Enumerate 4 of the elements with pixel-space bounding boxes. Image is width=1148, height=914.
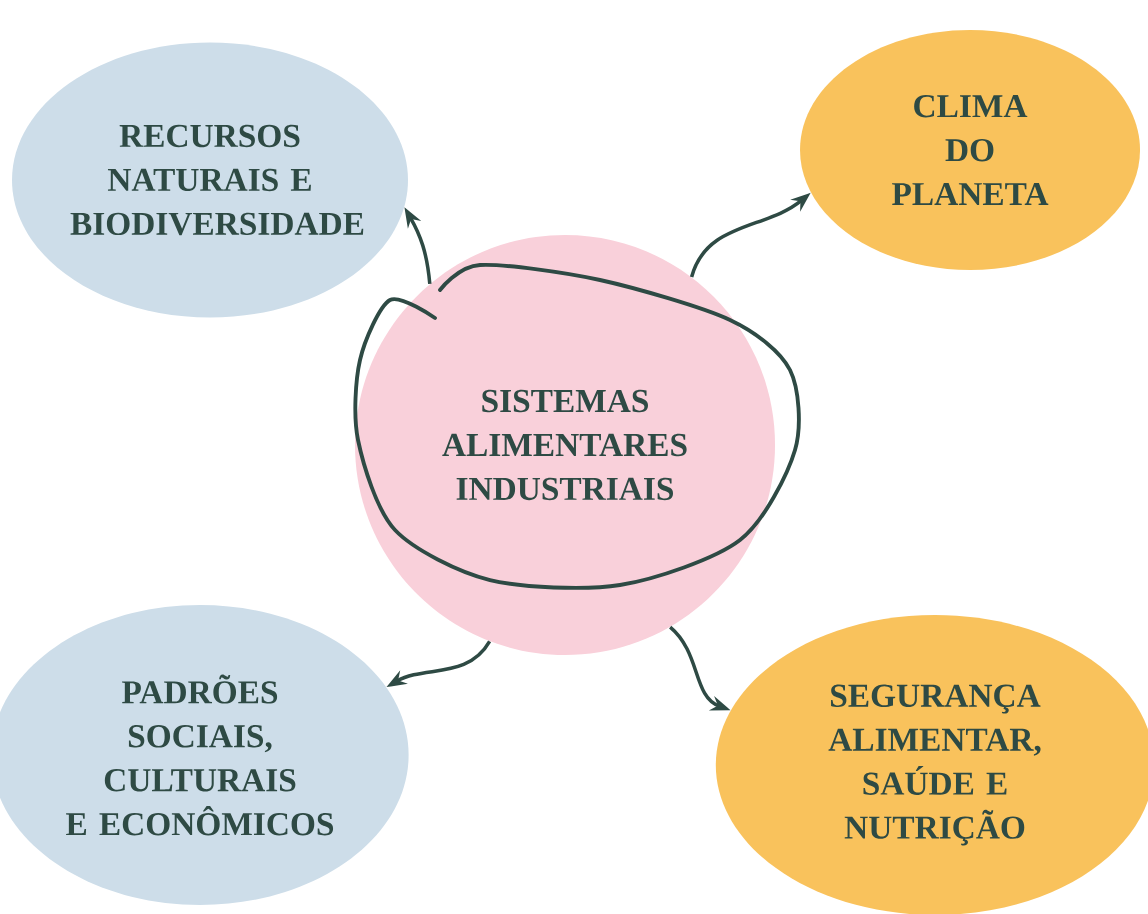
topic-blob: SEGURANÇA ALIMENTAR, SAÚDE E NUTRIÇÃO: [715, 615, 1148, 914]
topic-blob: RECURSOS NATURAIS E BIODIVERSIDADE: [12, 42, 408, 318]
topic-blob: CLIMA DO PLANETA: [800, 30, 1140, 270]
topic-blob: PADRÕES SOCIAIS, CULTURAIS E ECONÔMICOS: [0, 605, 409, 905]
